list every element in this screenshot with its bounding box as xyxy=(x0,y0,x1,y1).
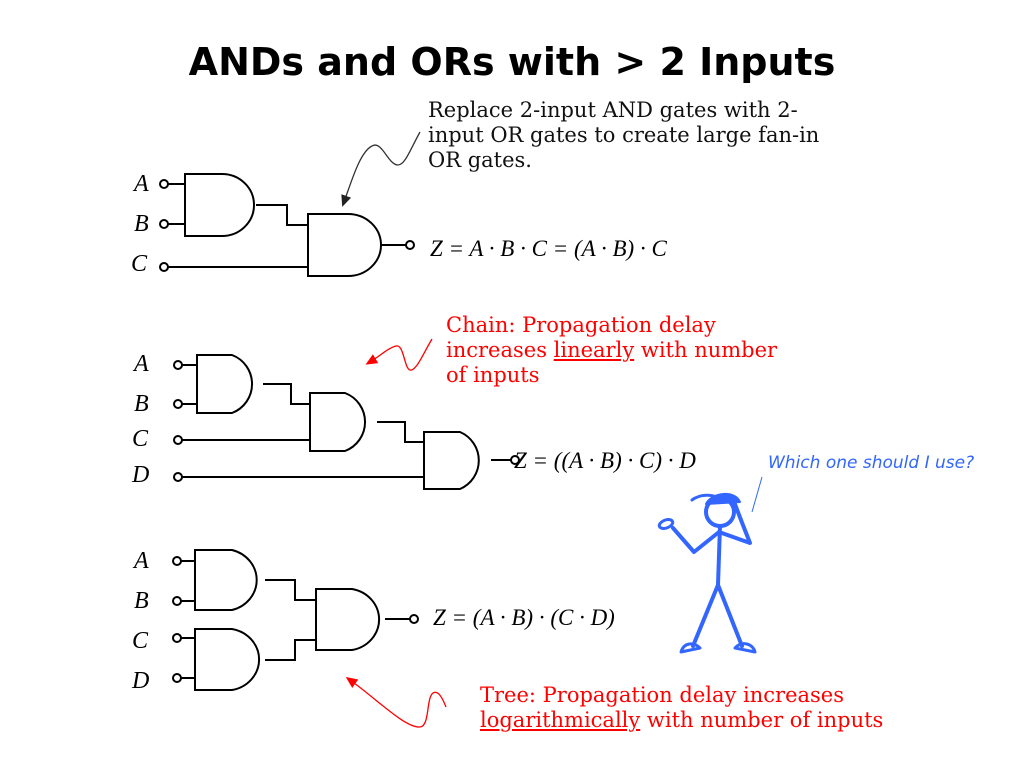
input-terminal xyxy=(159,179,169,189)
slide-title: ANDs and ORs with > 2 Inputs xyxy=(188,40,836,84)
input-label-c: C xyxy=(132,426,149,452)
input-terminal xyxy=(173,435,183,445)
tree-note-line: logarithmically with number of inputs xyxy=(480,708,1000,733)
input-label-a: A xyxy=(134,548,149,574)
and-gate xyxy=(194,549,258,611)
chain-note: Chain: Propagation delay increases linea… xyxy=(446,313,866,388)
and-gate xyxy=(309,392,366,452)
top-note-line: input OR gates to create large fan-in xyxy=(428,123,820,147)
input-terminal xyxy=(173,399,183,409)
input-terminal xyxy=(172,633,182,643)
chain-note-text: with number xyxy=(634,338,778,362)
input-label-d: D xyxy=(132,668,150,694)
output-terminal xyxy=(510,455,520,465)
tree-note: Tree: Propagation delay increases logari… xyxy=(480,683,1000,733)
input-terminal xyxy=(173,472,183,482)
input-label-d: D xyxy=(132,462,150,488)
input-terminal xyxy=(172,596,182,606)
and-gate xyxy=(307,213,382,277)
tree-note-line: Tree: Propagation delay increases xyxy=(480,683,845,707)
input-terminal xyxy=(159,219,169,229)
and-gate xyxy=(423,431,480,490)
chain-note-text: increases xyxy=(446,338,554,362)
and-gate xyxy=(315,588,381,651)
chain-note-line: Chain: Propagation delay xyxy=(446,313,716,337)
output-terminal xyxy=(409,614,419,624)
input-label-b: B xyxy=(134,588,149,614)
input-terminal xyxy=(173,360,183,370)
equation-three-input: Z = A · B · C = (A · B) · C xyxy=(430,236,667,261)
input-label-c: C xyxy=(132,628,149,654)
circuit-chain xyxy=(173,354,520,490)
equation-chain: Z = ((A · B) · C) · D xyxy=(514,448,696,473)
input-label-b: B xyxy=(134,391,149,417)
top-note: Replace 2-input AND gates with 2- input … xyxy=(428,98,898,173)
input-terminal xyxy=(172,556,182,566)
output-terminal xyxy=(405,240,415,250)
input-label-a: A xyxy=(134,171,149,197)
and-gate xyxy=(196,354,253,414)
speech-pointer xyxy=(751,476,763,513)
circuit-three-input xyxy=(159,173,415,277)
chain-note-line: of inputs xyxy=(446,363,540,387)
input-terminal xyxy=(159,262,169,272)
top-note-arrow xyxy=(341,131,421,207)
input-label-a: A xyxy=(134,351,149,377)
and-gate xyxy=(194,628,261,691)
input-label-c: C xyxy=(131,251,148,277)
and-gate xyxy=(184,173,255,237)
chain-note-emphasis: linearly xyxy=(553,338,635,362)
input-label-b: B xyxy=(134,211,149,237)
tree-note-arrow xyxy=(345,676,447,728)
speech-text: Which one should I use? xyxy=(768,453,975,473)
chain-note-line: increases linearly with number xyxy=(446,338,866,363)
tree-note-emphasis: logarithmically xyxy=(480,708,641,732)
stick-figure-icon xyxy=(657,493,757,654)
input-terminal xyxy=(172,673,182,683)
top-note-line: OR gates. xyxy=(428,148,532,172)
chain-note-arrow xyxy=(365,338,433,371)
equation-tree: Z = (A · B) · (C · D) xyxy=(433,605,615,630)
tree-note-text: with number of inputs xyxy=(640,708,884,732)
top-note-line: Replace 2-input AND gates with 2- xyxy=(428,98,798,122)
circuit-tree xyxy=(172,549,419,691)
